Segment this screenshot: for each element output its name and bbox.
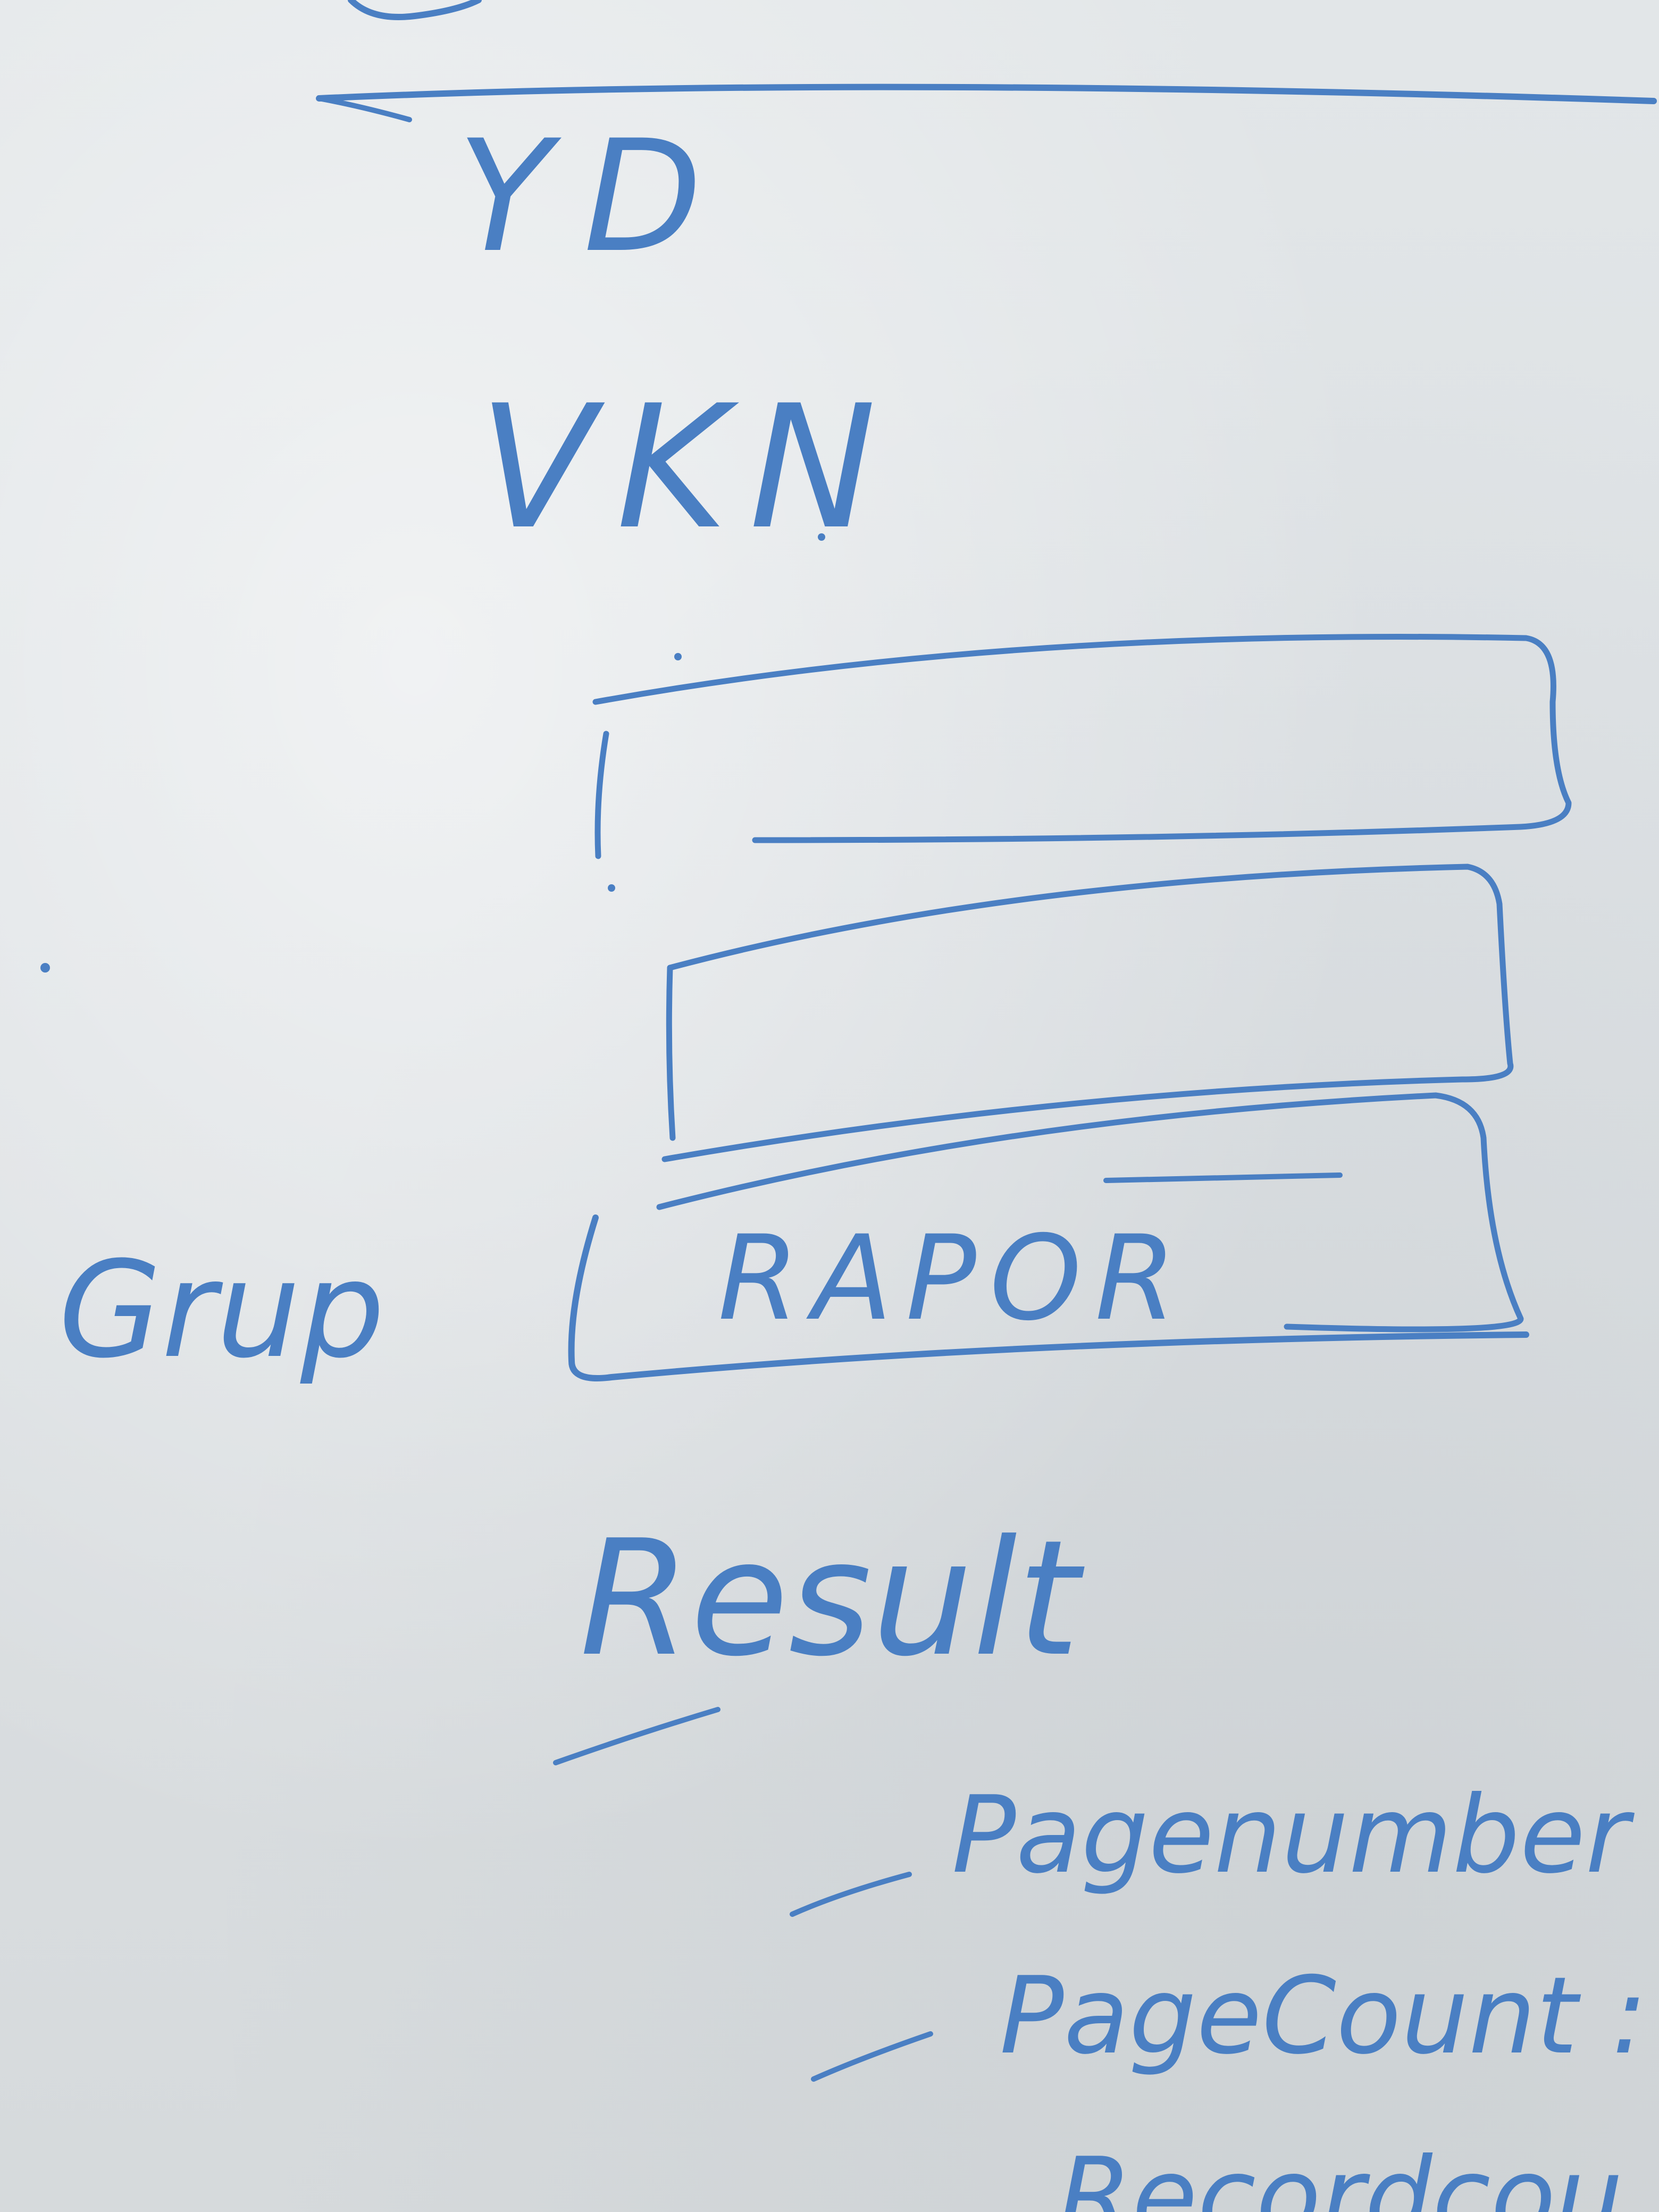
result-item-pagenumber: Pagenumber : — [952, 1773, 1659, 1897]
result-underline — [553, 1707, 720, 1765]
box-top-left-edge — [594, 731, 609, 859]
bullet-1 — [790, 1872, 912, 1917]
label-yd: YD — [457, 107, 734, 287]
group-bracket — [568, 1214, 1529, 1381]
top-divider-line — [316, 83, 1657, 104]
top-scribble — [348, 0, 482, 20]
result-item-pagecount: PageCount : — [1000, 1954, 1647, 2078]
label-result: Result — [580, 1506, 1087, 1691]
marker-dot — [674, 653, 682, 660]
marker-dot — [818, 533, 825, 541]
label-vkn: VKN — [479, 369, 898, 567]
box-top — [592, 634, 1572, 843]
result-item-recordcount: Recordcou — [1058, 2135, 1623, 2212]
label-group: Grup — [58, 1233, 385, 1387]
box-bottom — [656, 1092, 1524, 1333]
box-middle — [661, 864, 1514, 1162]
top-divider-tick — [316, 96, 412, 122]
box-middle-left-edge — [666, 965, 676, 1141]
bullet-2 — [811, 2031, 933, 2082]
label-box: RAPOR — [718, 1210, 1189, 1346]
box-label-strike — [1103, 1172, 1343, 1183]
marker-dot — [40, 963, 50, 973]
marker-dot — [608, 884, 615, 892]
